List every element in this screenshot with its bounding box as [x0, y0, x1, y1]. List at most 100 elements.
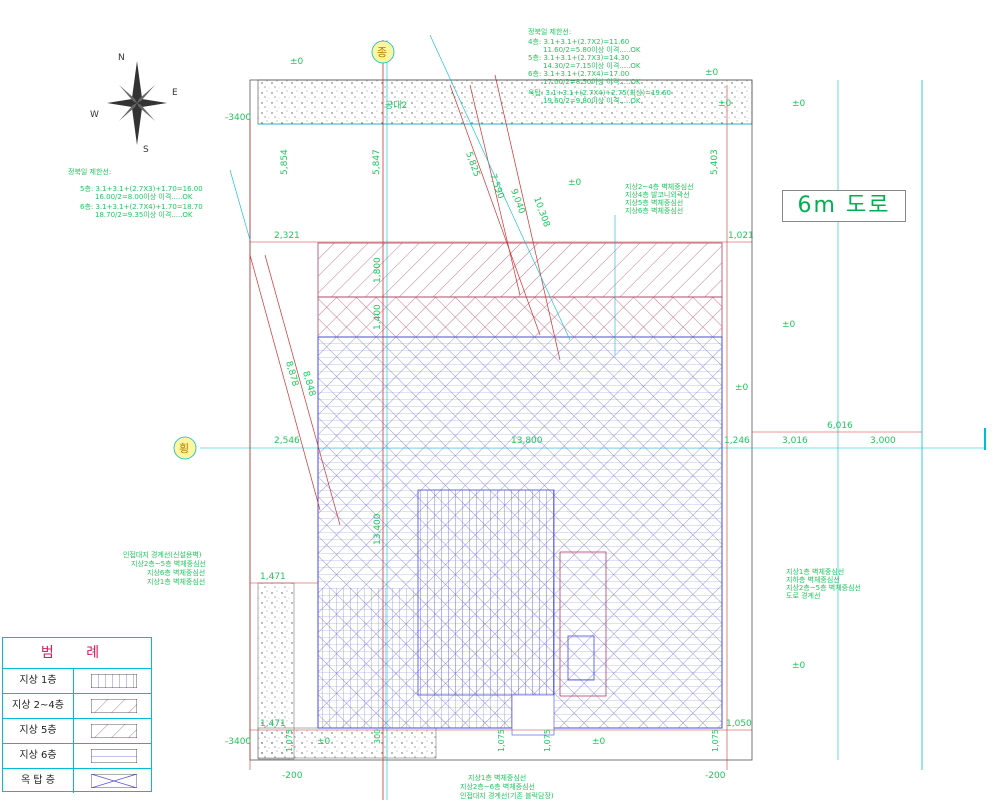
- legend-swatch-horizontal: [91, 749, 137, 763]
- sunlight-left-line: 5층: 3.1+3.1+(2.7X3)+1.70=16.00: [80, 184, 203, 193]
- sunlight-right-line: 옥탑: 3.1+3.1+(2.7X4)+2.75(최상)=19.60: [528, 88, 671, 97]
- dim-2546: 2,546: [274, 436, 300, 446]
- dim-10308: 10,308: [531, 196, 551, 229]
- legend-swatch-diagonal-dense: [91, 724, 137, 738]
- entrance-gap: [511, 694, 555, 736]
- dim-5847: 5,847: [372, 149, 382, 175]
- dim-1075: 1,075: [711, 729, 720, 752]
- note-right-top: 지상5층 벽체중심선: [625, 198, 683, 207]
- sunlight-left-line: 16.00/2=8.00이상 이격.....OK: [95, 192, 193, 201]
- compass-s: S: [143, 145, 149, 155]
- level-zero: ±0: [735, 383, 749, 393]
- legend-row: 지상 6층: [3, 744, 151, 769]
- legend-row: 지상 1층: [3, 669, 151, 694]
- dim-1021: 1,021: [728, 231, 754, 241]
- leader-line-left: [229, 169, 251, 241]
- note-left-mid: 지상1층 벽체중심선: [147, 577, 205, 586]
- compass-n: N: [118, 53, 125, 63]
- level-zero: ±0: [568, 178, 582, 188]
- level-zero: ±0: [592, 737, 606, 747]
- dim-3016: 3,016: [782, 436, 808, 446]
- compass-w: W: [90, 110, 99, 120]
- dim-2321: 2,321: [274, 231, 300, 241]
- dim-1075: 1,075: [285, 729, 294, 752]
- note-bottom: 지상1층 벽체중심선: [468, 773, 526, 782]
- top-boundary-band: [257, 79, 753, 125]
- sunlight-right-line: 11.60/2=5.80이상 이격.....OK: [543, 45, 641, 54]
- legend-label: 지상 5층: [3, 719, 74, 743]
- bottom-band-left: [257, 727, 437, 759]
- dim-8848: 8,848: [300, 370, 317, 398]
- sunlight-right-line: 4층: 3.1+3.1+(2.7X2)=11.60: [528, 37, 629, 46]
- road-label: 6m 도로: [782, 190, 906, 222]
- upper-floor-zone: [317, 242, 723, 298]
- vertical-axis-label: 종: [377, 46, 387, 59]
- dim-1050: 1,050: [726, 719, 752, 729]
- dim-1471-top: 1,471: [260, 572, 286, 582]
- legend-swatch-vertical: [91, 674, 137, 688]
- level-zero: ±0: [290, 57, 304, 67]
- dim-1800: 1,800: [373, 257, 383, 283]
- dim-6016: 6,016: [827, 421, 853, 431]
- setback-line-6: [264, 254, 341, 526]
- legend-label: 지상 1층: [3, 669, 74, 693]
- sunlight-left-title: 정북일 제한선:: [68, 167, 111, 176]
- level-zero: ±0: [782, 320, 796, 330]
- sunlight-left-line: 18.70/2=9.35이상 이격.....OK: [95, 210, 193, 219]
- sunlight-right-line: 6층: 3.1+3.1+(2.7X4)=17.00: [528, 69, 629, 78]
- level-zero: ±0: [792, 661, 806, 671]
- dim-5403: 5,403: [710, 149, 720, 175]
- setback-line-1: [449, 84, 541, 336]
- setback-line-4: [429, 34, 571, 341]
- dim-13400: 13,400: [373, 513, 383, 545]
- level-zero: ±0: [792, 99, 806, 109]
- note-left-mid: 지상2층~5층 벽체중심선: [131, 559, 206, 568]
- setback-line-5: [249, 254, 321, 511]
- compass-e: E: [172, 88, 178, 98]
- dim-1075: 1,075: [497, 729, 506, 752]
- annex-outline: [559, 551, 607, 697]
- note-right-top: 지상6층 벽체중심선: [625, 206, 683, 215]
- dim-5854: 5,854: [280, 149, 290, 175]
- note-bottom: 지상2층~6층 벽체중심선: [460, 782, 535, 791]
- legend: 범 례 지상 1층 지상 2~4층 지상 5층 지상 6층 옥 탑 층: [2, 637, 152, 793]
- level-zero: ±0: [317, 737, 331, 747]
- dim-1075: 1,075: [543, 729, 552, 752]
- level-zero: ±0: [705, 68, 719, 78]
- legend-label: 지상 2~4층: [3, 694, 74, 718]
- legend-swatch-cross: [91, 774, 137, 788]
- legend-swatch-diagonal: [91, 699, 137, 713]
- stair-outline: [567, 635, 595, 681]
- note-right-mid: 도로 경계선: [786, 591, 820, 600]
- legend-row: 옥 탑 층: [3, 769, 151, 793]
- compass-rose-icon: [107, 61, 167, 145]
- sunlight-right-line: 19.60/2=9.80이상 이격.....OK: [543, 96, 641, 105]
- note-right-top: 지상4층 발코니외곽선: [625, 190, 690, 199]
- vertical-axis-marker: [371, 40, 395, 64]
- legend-label: 지상 6층: [3, 744, 74, 768]
- legend-row: 지상 2~4층: [3, 694, 151, 719]
- legend-row: 지상 5층: [3, 719, 151, 744]
- fifth-floor-zone: [317, 296, 723, 338]
- note-right-mid: 지상1층 벽체중심선: [786, 567, 844, 576]
- note-right-mid: 지하층 벽체중심선: [786, 575, 840, 584]
- note-left-mid: 인접대지 경계선(신설용벽): [123, 550, 202, 559]
- dim-300: 300: [373, 729, 382, 744]
- level-zero: ±0: [718, 99, 732, 109]
- note-bottom: 인접대지 경계선(기존 블럭담장): [460, 791, 554, 800]
- dim-1400: 1,400: [373, 304, 383, 330]
- setback-line-2: [469, 84, 521, 296]
- sunlight-right-line: 5층: 3.1+3.1+(2.7X3)=14.30: [528, 53, 629, 62]
- note-right-top: 지상2~4층 벽체중심선: [625, 182, 694, 191]
- sunlight-left-line: 6층: 3.1+3.1+(2.7X4)+1.70=18.70: [80, 202, 203, 211]
- sunlight-right-line: 14.30/2=7.15이상 이격.....OK: [543, 61, 641, 70]
- level-m200-right: -200: [705, 771, 726, 781]
- level-m3400-bottom: -3400: [225, 737, 251, 747]
- legend-label: 옥 탑 층: [3, 769, 74, 793]
- setback-line-3: [494, 74, 561, 361]
- horizontal-axis-marker: [173, 436, 197, 460]
- boundary-label: 공대2: [385, 100, 407, 111]
- dim-13800: 13,800: [511, 436, 543, 446]
- horizontal-axis-label: 횡: [179, 442, 189, 455]
